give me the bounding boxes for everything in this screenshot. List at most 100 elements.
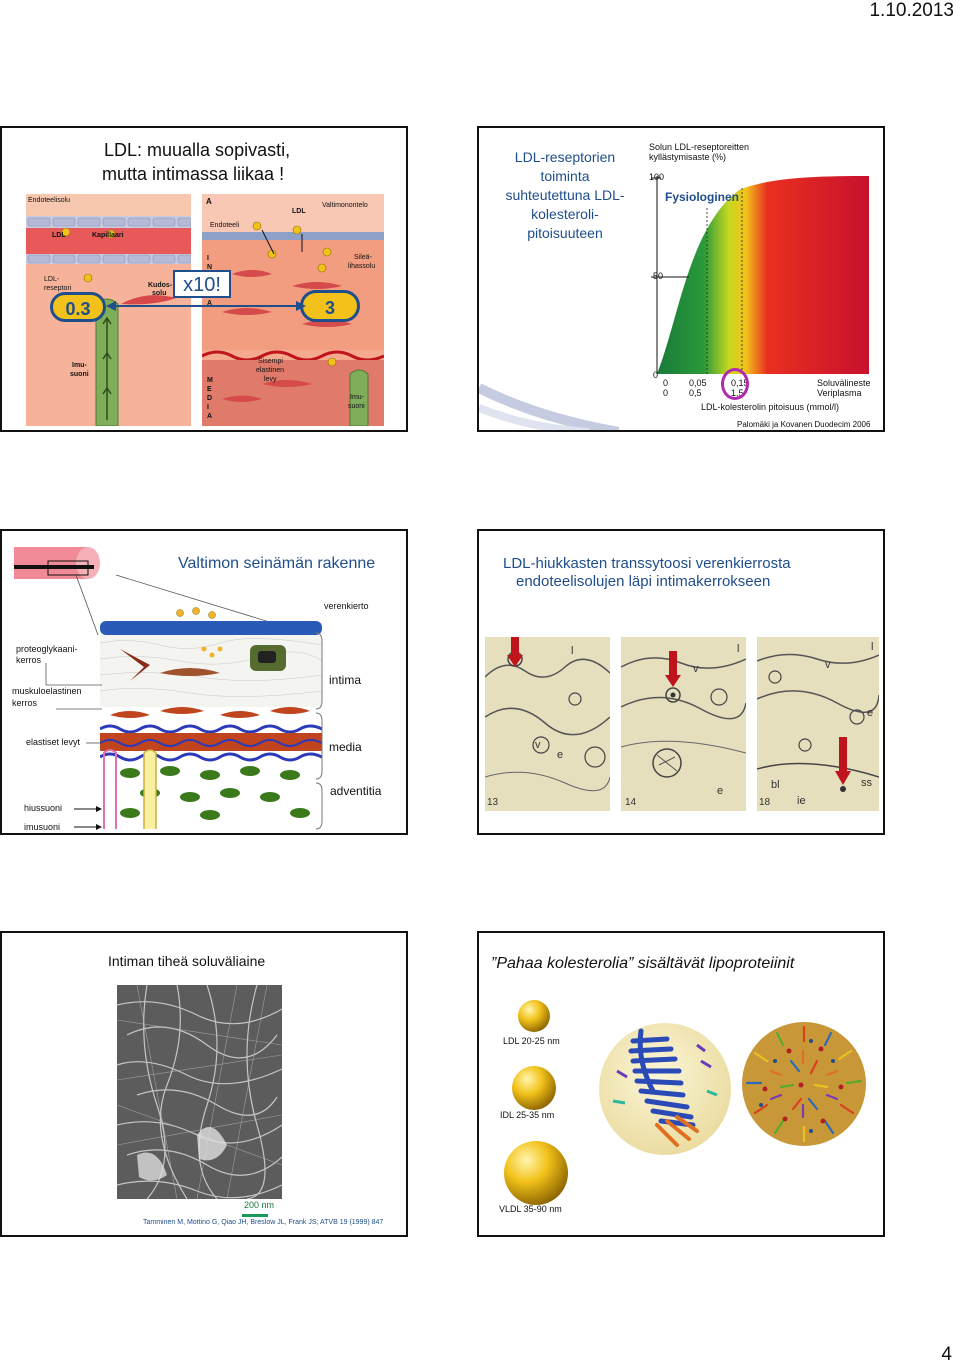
- slide-decoration: [479, 348, 619, 432]
- label-kudossolu-2: solu: [152, 290, 166, 297]
- label-endoteeli: Endoteeli: [210, 222, 239, 229]
- slide2-title-line: suhteutettuna LDL-: [485, 186, 645, 205]
- slide-lipoproteins: ”Pahaa kolesterolia” sisältävät lipoprot…: [477, 931, 885, 1237]
- label-sisempi-3: levy: [264, 376, 276, 383]
- em-panel-number: 18: [759, 797, 770, 808]
- letter: I: [207, 403, 217, 412]
- value-right: 3: [325, 298, 335, 318]
- x-axis-title: LDL-kolesterolin pitoisuus (mmol/l): [701, 402, 839, 412]
- slide1-title-line2: mutta intimassa liikaa !: [102, 164, 284, 185]
- em-label: e: [557, 749, 563, 761]
- vldl-sphere: [503, 1140, 569, 1206]
- slide2-title-line: LDL-reseptorien: [485, 148, 645, 167]
- label-ldl-left: LDL: [52, 232, 66, 239]
- slide1-title-line1: LDL: muualla sopivasti,: [104, 140, 290, 161]
- slide4-title-line1: LDL-hiukkasten transsytoosi verenkierros…: [503, 555, 791, 572]
- y-tick-100: 100: [649, 172, 664, 182]
- x-row1-0: 0: [663, 378, 668, 388]
- scale-bar: [242, 1214, 268, 1217]
- em-label: v: [693, 663, 699, 675]
- slide-artery-wall-structure: Valtimon seinämän rakenne verenkierto: [0, 529, 408, 835]
- highlight-circle: [721, 368, 749, 400]
- comparison-arrow: [106, 298, 306, 314]
- em-panel-number: 13: [487, 797, 498, 808]
- label-intima: intima: [329, 673, 361, 687]
- media-vertical-label: M E D I A: [207, 376, 217, 421]
- artery-layers-diagram: [100, 603, 322, 829]
- label-sileali-2: lihassolu: [348, 263, 375, 270]
- slide-intima-matrix: Intiman tiheä soluväliaine 200 nm Tammin…: [0, 931, 408, 1237]
- label-adventitia: adventitia: [330, 784, 381, 798]
- x-row1-1: 0,05: [689, 378, 707, 388]
- ldl-sphere: [517, 999, 551, 1033]
- slide-ldl-transcytosis: LDL-hiukkasten transsytoosi verenkierros…: [477, 529, 885, 835]
- em-label: e: [717, 785, 723, 797]
- idl-sphere: [511, 1065, 557, 1111]
- letter: M: [207, 376, 217, 385]
- slide2-title-line: kolesteroli-: [485, 205, 645, 224]
- label-ldl: LDL 20-25 nm: [503, 1036, 560, 1046]
- label-imusuoni-right-2: suoni: [348, 403, 365, 410]
- label-imusuoni-right-1: Imu-: [350, 394, 364, 401]
- y-axis-title-2: kyllästymisaste (%): [649, 152, 726, 162]
- slide2-title: LDL-reseptorien toiminta suhteutettuna L…: [485, 148, 645, 243]
- label-veriplasma: Veriplasma: [817, 388, 862, 398]
- label-fysiologinen: Fysiologinen: [665, 190, 739, 204]
- label-ldl-right: LDL: [292, 208, 306, 215]
- sem-micrograph: [117, 985, 282, 1199]
- label-imusuoni-left-2: suoni: [70, 371, 89, 378]
- label-kudossolu-1: Kudos-: [148, 282, 172, 289]
- em-panel-number: 14: [625, 797, 636, 808]
- label-ldl-reseptori-1: LDL-: [44, 276, 59, 283]
- label-proteoglykaani-1: proteoglykaani-: [16, 644, 78, 654]
- multiplier-text: x10!: [183, 274, 221, 296]
- lipoprotein-surface-model: [741, 1021, 867, 1147]
- slide-ldl-receptor-saturation: LDL-reseptorien toiminta suhteutettuna L…: [477, 126, 885, 432]
- label-sisempi-1: Sisempi: [258, 358, 283, 365]
- letter: E: [207, 385, 217, 394]
- label-vldl: VLDL 35-90 nm: [499, 1204, 562, 1214]
- slide4-title-line2: endoteelisolujen läpi intimakerrokseen: [516, 573, 770, 590]
- em-label: l: [571, 645, 573, 657]
- em-label: bl: [771, 779, 780, 791]
- page-number: 4: [941, 1344, 952, 1366]
- label-a: A: [206, 197, 212, 206]
- slide2-title-line: toiminta: [485, 167, 645, 186]
- em-label: l: [871, 641, 873, 653]
- letter: I: [207, 254, 217, 263]
- label-kapillaari: Kapillaari: [92, 232, 124, 239]
- em-panel-18: l v e bl ie ss 18: [757, 637, 879, 811]
- x-row2-1: 0,5: [689, 388, 702, 398]
- label-ldl-reseptori-2: reseptori: [44, 285, 71, 292]
- slide5-citation: Tamminen M, Mottino G, Qiao JH, Breslow …: [143, 1219, 383, 1226]
- label-media: media: [329, 740, 362, 754]
- em-label: l: [737, 643, 739, 655]
- label-sileali-1: Sileä-: [354, 254, 372, 261]
- em-panel-14: l v e 14: [621, 637, 746, 811]
- layer-brackets: [314, 631, 328, 831]
- label-imusuoni-left-1: Imu-: [72, 362, 87, 369]
- label-sisempi-2: elastinen: [256, 367, 284, 374]
- y-axis-title-1: Solun LDL-reseptoreitten: [649, 142, 749, 152]
- label-verenkierto: verenkierto: [324, 601, 369, 611]
- slide6-title: ”Pahaa kolesterolia” sisältävät lipoprot…: [491, 955, 794, 973]
- letter: D: [207, 394, 217, 403]
- label-idl: IDL 25-35 nm: [500, 1110, 554, 1120]
- value-badge-left: 0.3: [50, 292, 106, 322]
- em-label: e: [867, 707, 873, 719]
- value-left: 0.3: [65, 299, 90, 319]
- label-valtimonontelo: Valtimonontelo: [322, 202, 368, 209]
- slide5-title: Intiman tiheä soluväliaine: [108, 953, 265, 969]
- em-label: v: [535, 739, 541, 751]
- label-endoteelisolu: Endoteelisolu: [28, 197, 70, 204]
- em-label: v: [825, 659, 831, 671]
- y-tick-50: 50: [653, 271, 663, 281]
- label-soluvalineste: Soluvälineste: [817, 378, 871, 388]
- em-label: ss: [861, 777, 872, 789]
- y-tick-0: 0: [653, 370, 658, 380]
- scale-label: 200 nm: [244, 1200, 274, 1210]
- multiplier-box: x10!: [173, 270, 231, 298]
- slide2-source: Palomäki ja Kovanen Duodecim 2006: [737, 420, 870, 429]
- em-label: ie: [797, 795, 806, 807]
- value-badge-right: 3: [300, 290, 360, 322]
